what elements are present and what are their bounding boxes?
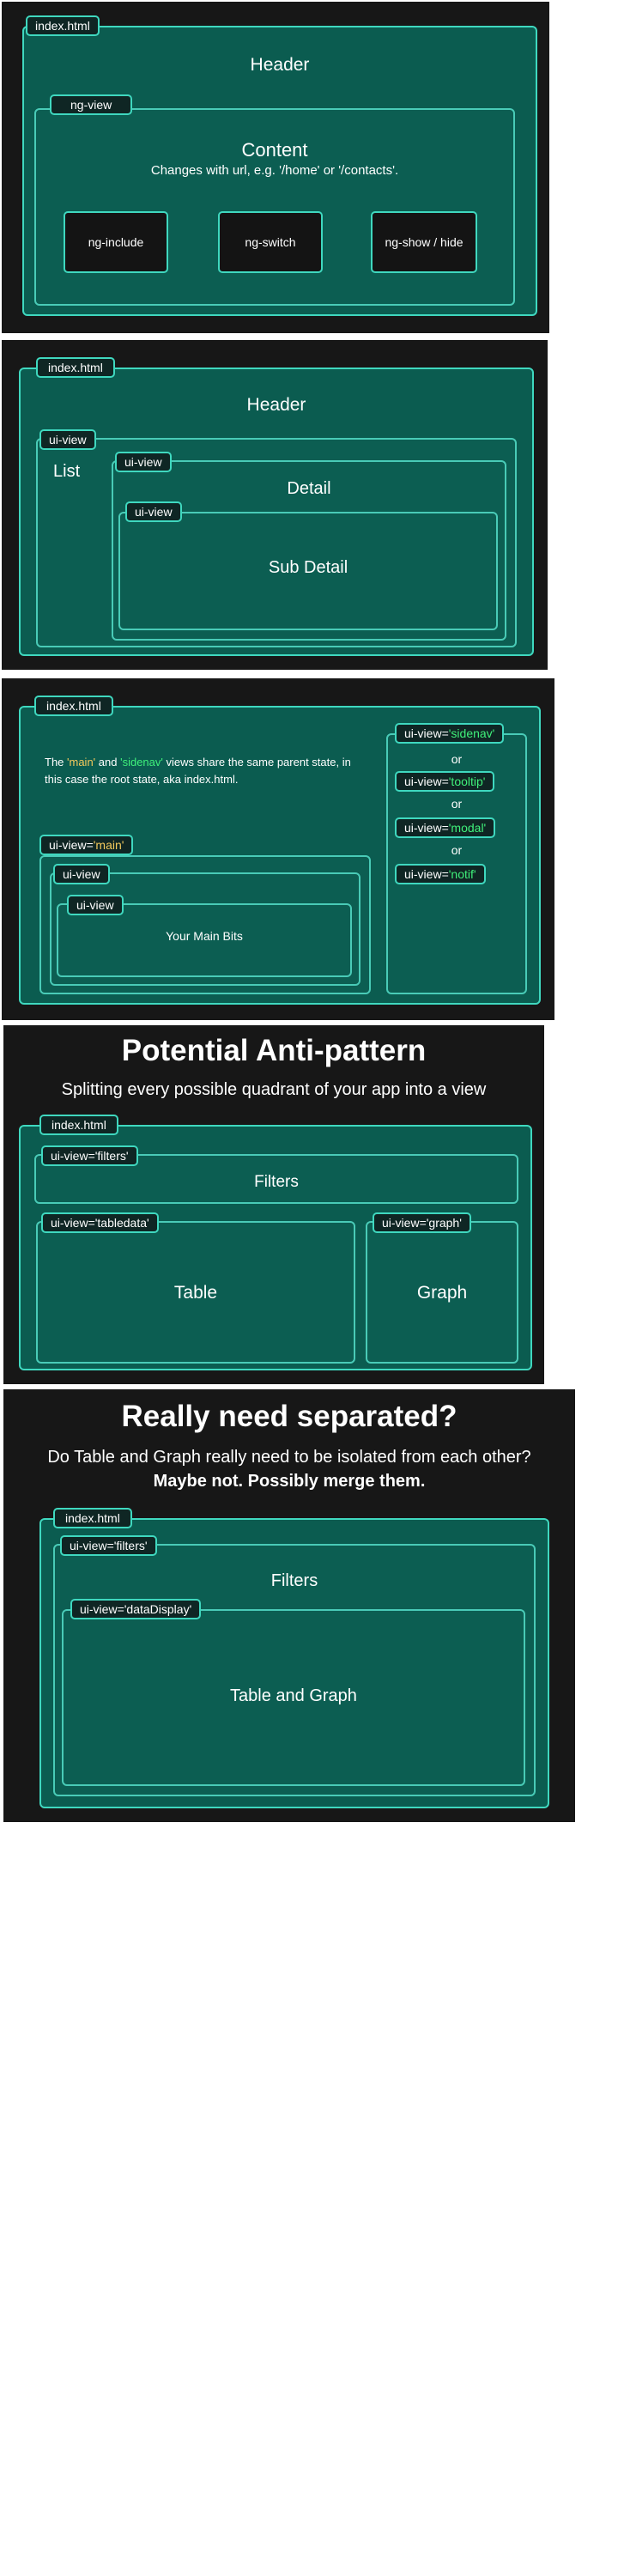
description-main: 'main' [67,756,96,769]
sidenav-tag-value: 'sidenav' [448,726,495,740]
description-text: The 'main' and 'sidenav' views share the… [45,754,354,788]
ng-include-button[interactable]: ng-include [64,211,168,273]
detail-label: Detail [287,479,331,498]
sidenav-tag-prefix: ui-view= [404,726,449,740]
sidenav-ui-view-tag: ui-view='sidenav' [395,723,505,744]
filters-label: Filters [270,1571,318,1590]
graph-ui-view-tag: ui-view='graph' [373,1212,471,1233]
or-label-2: or [451,797,463,811]
anti-pattern-title: Potential Anti-pattern [121,1034,427,1067]
data-display-ui-view-box [62,1609,525,1786]
main-ui-view-tag: ui-view='main' [39,835,134,855]
table-and-graph-label: Table and Graph [230,1686,357,1705]
tooltip-tag-value: 'tooltip' [448,775,486,788]
index-html-tag: index.html [53,1508,132,1528]
panel-anti-pattern: Potential Anti-pattern Splitting every p… [3,1025,544,1384]
graph-ui-view-box [366,1221,518,1364]
index-html-tag: index.html [36,357,115,378]
deep-ui-view-tag: ui-view [67,895,124,915]
anti-pattern-subtitle: Splitting every possible quadrant of you… [61,1080,487,1099]
index-html-tag: index.html [34,696,113,716]
list-ui-view-tag: ui-view [39,429,96,450]
description-sidenav: 'sidenav' [120,756,163,769]
merge-title: Really need separated? [121,1400,457,1433]
index-html-tag: index.html [39,1115,118,1135]
ng-show-hide-button[interactable]: ng-show / hide [371,211,477,273]
sub-detail-ui-view-tag: ui-view [125,501,182,522]
notif-tag-prefix: ui-view= [404,867,449,881]
panel-merge-views: Really need separated? Do Table and Grap… [3,1389,575,1822]
filters-ui-view-tag: ui-view='filters' [41,1145,138,1166]
header-label: Header [246,395,306,415]
panel-named-views: index.html The 'main' and 'sidenav' view… [2,678,554,1020]
content-title: Content [241,139,308,161]
nested-ui-view-tag: ui-view [53,864,110,884]
or-label-1: or [451,752,463,766]
panel-ui-view-nested: index.html Header ui-view List ui-view D… [2,340,548,670]
sub-detail-label: Sub Detail [268,558,348,577]
ng-switch-button[interactable]: ng-switch [218,211,323,273]
list-label: List [53,462,81,481]
index-html-tag: index.html [26,15,100,36]
description-pre: The [45,756,68,769]
merge-subtitle: Do Table and Graph really need to be iso… [47,1448,531,1467]
data-display-ui-view-tag: ui-view='dataDisplay' [70,1599,202,1619]
modal-ui-view-tag: ui-view='modal' [395,817,496,838]
deep-ui-view-box [57,903,352,977]
or-label-3: or [451,843,463,857]
graph-label: Graph [416,1283,468,1303]
description-post: views share the same parent state, in th… [45,756,351,786]
notif-tag-value: 'notif' [448,867,476,881]
content-subtitle: Changes with url, e.g. '/home' or '/cont… [150,163,399,178]
header-label: Header [250,55,310,75]
tabledata-ui-view-tag: ui-view='tabledata' [41,1212,159,1233]
sub-detail-ui-view-box [118,512,498,630]
main-tag-value: 'main' [93,838,124,852]
main-bits-label: Your Main Bits [166,929,243,943]
ng-view-box [34,108,515,306]
tabledata-ui-view-box [36,1221,355,1364]
detail-ui-view-tag: ui-view [115,452,172,472]
merge-subtitle-bold: Maybe not. Possibly merge them. [153,1472,426,1491]
ng-view-tag: ng-view [50,94,133,115]
modal-tag-prefix: ui-view= [404,821,449,835]
notif-ui-view-tag: ui-view='notif' [395,864,486,884]
table-label: Table [173,1283,218,1303]
tooltip-ui-view-tag: ui-view='tooltip' [395,771,495,792]
main-tag-prefix: ui-view= [49,838,94,852]
tooltip-tag-prefix: ui-view= [404,775,449,788]
filters-label: Filters [254,1173,299,1191]
description-and: and [95,756,121,769]
filters-ui-view-tag: ui-view='filters' [60,1535,157,1556]
modal-tag-value: 'modal' [448,821,487,835]
panel-ng-view: index.html Header ng-view Content Change… [2,2,549,333]
